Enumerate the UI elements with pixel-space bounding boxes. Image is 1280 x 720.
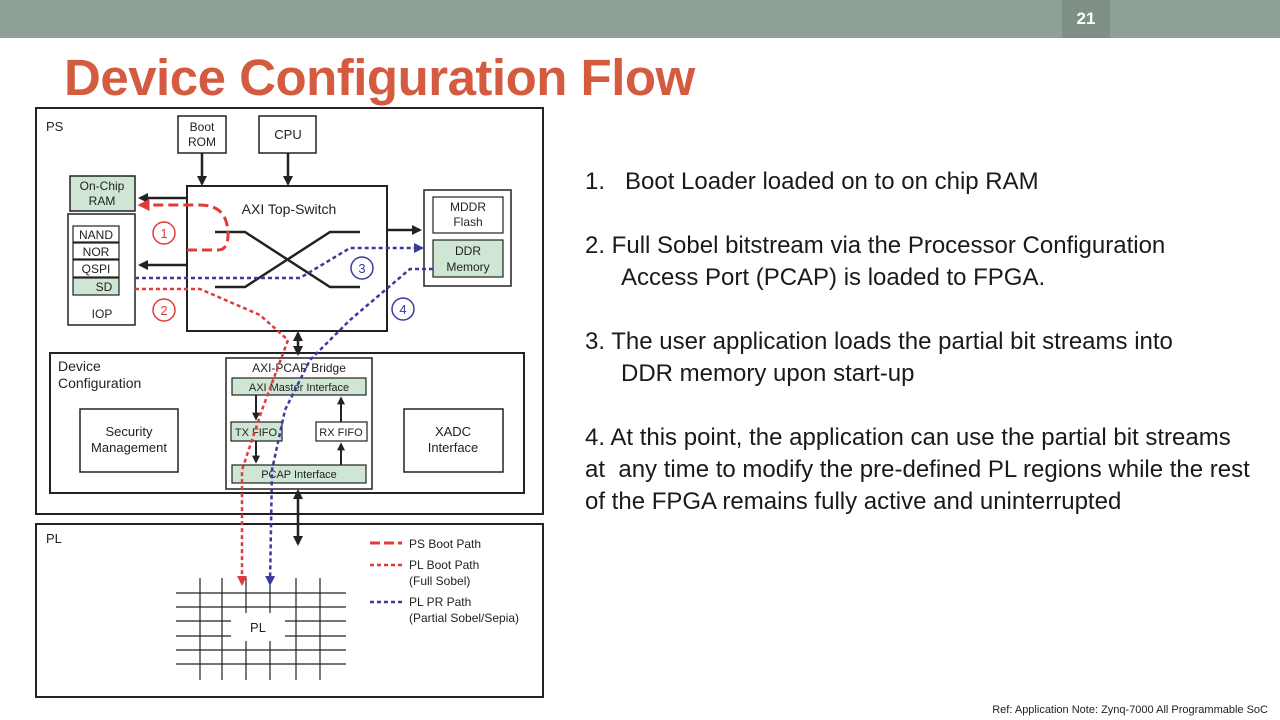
ddr-memory-label-2: Memory [446,260,489,274]
pcap-interface-label: PCAP Interface [261,469,337,481]
pl-block [231,613,285,641]
on-chip-ram-label-2: RAM [89,194,116,208]
step-4: 4. At this point, the application can us… [585,424,1250,515]
ddr-memory-label-1: DDR [455,244,481,258]
cpu-label: CPU [274,127,301,142]
cpu-block [258,115,317,154]
boot-rom-block [177,115,227,154]
slide-title: Device Configuration Flow [64,49,695,106]
pl-block-label: PL [250,620,266,635]
pl-region [35,523,544,698]
boot-rom-label-1: Boot [190,120,215,134]
xadc-interface-label-1: XADC [435,424,471,439]
axi-pcap-bridge-label: AXI-PCAP Bridge [252,361,346,375]
pl-boot-path [135,287,290,586]
iop-label: IOP [92,307,113,321]
xadc-interface-block [403,408,504,473]
axi-top-switch-label: AXI Top-Switch [242,201,337,217]
security-management-label-2: Management [91,440,167,455]
ps-label: PS [46,119,64,134]
svg-text:2: 2 [160,303,167,318]
step-marker-3 [350,256,374,280]
device-configuration-label-2: Configuration [58,375,141,391]
ddr-memory-block [432,239,504,278]
svg-text:3: 3 [358,261,365,276]
mddr-flash-label-1: MDDR [450,200,486,214]
pl-pr-path-to-ddr [135,243,424,280]
legend-pl-pr-label: PL PR Path [409,595,471,609]
step-3: 3. The user application loads the partia… [585,326,1265,390]
iop-nand: NAND [79,228,113,242]
pl-region-label: PL [46,531,62,546]
boot-rom-label-2: ROM [188,135,216,149]
reference-note: Ref: Application Note: Zynq-7000 All Pro… [992,704,1268,716]
legend-pl-pr-sub: (Partial Sobel/Sepia) [409,611,519,625]
step-1: 1. Boot Loader loaded on to on chip RAM [585,168,1039,195]
step-marker-4 [391,297,415,321]
svg-text:4: 4 [399,302,406,317]
step-3-line-1: 3. The user application loads the partia… [585,328,1173,355]
mddr-flash-block [432,196,504,234]
legend-pl-boot-sub: (Full Sobel) [409,574,470,588]
steps-list: 1. Boot Loader loaded on to on chip RAM … [585,166,1265,550]
device-configuration-label-1: Device [58,358,101,374]
step-2-line-2: Access Port (PCAP) is loaded to FPGA. [621,264,1046,291]
legend-pl-boot-label: PL Boot Path [409,558,479,572]
iop-sd: SD [96,280,113,294]
step-2-line-1: 2. Full Sobel bitstream via the Processo… [585,232,1166,259]
step-3-line-2: DDR memory upon start-up [621,360,915,387]
axi-master-interface-block [231,377,367,396]
svg-text:1: 1 [160,226,167,241]
page-number: 21 [1062,0,1110,38]
security-management-label-1: Security [106,424,153,439]
rx-fifo-label: RX FIFO [319,427,363,439]
iop-qspi: QSPI [82,262,111,276]
security-management-block [79,408,179,473]
legend: PS Boot Path PL Boot Path (Full Sobel) P… [370,537,519,625]
ps-boot-path [137,199,230,252]
legend-ps-boot-label: PS Boot Path [409,537,481,551]
pcap-interface-block [231,464,367,484]
tx-fifo-label: TX FIFO [235,427,278,439]
on-chip-ram-block [69,175,136,212]
step-marker-1 [152,221,176,245]
xadc-interface-label-2: Interface [428,440,479,455]
step-2: 2. Full Sobel bitstream via the Processo… [585,230,1265,294]
mddr-flash-label-2: Flash [453,215,482,229]
step-marker-2 [152,298,176,322]
axi-master-interface-label: AXI Master Interface [249,382,349,394]
on-chip-ram-label-1: On-Chip [80,179,125,193]
pl-pr-path-to-pl [265,267,433,586]
iop-nor: NOR [83,245,110,259]
